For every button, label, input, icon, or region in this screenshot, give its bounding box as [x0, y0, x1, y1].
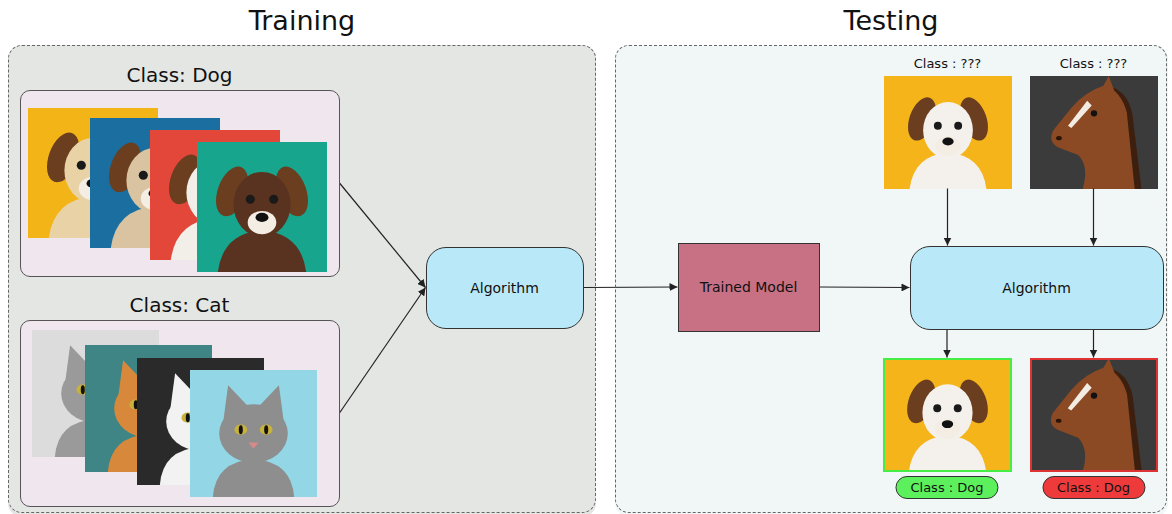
- process-box: Algorithm: [910, 246, 1164, 330]
- class-badge: Class : Dog: [895, 476, 998, 499]
- cat-picture: [160, 373, 241, 485]
- dog-picture: [41, 128, 145, 238]
- flow-arrow: [947, 189, 948, 246]
- panel-ground: [615, 45, 1168, 514]
- photo-card: [884, 76, 1012, 189]
- horse-picture: [1051, 76, 1141, 189]
- dog-picture: [210, 162, 314, 272]
- cat-picture: [213, 385, 294, 497]
- heading: Class: Cat: [0, 293, 379, 317]
- heading: Testing: [576, 5, 1172, 36]
- box-label: Trained Model: [700, 279, 798, 295]
- heading: Training: [0, 5, 635, 36]
- photo-card: [137, 358, 264, 485]
- flow-arrow: [340, 288, 426, 414]
- heading: Class: Dog: [0, 63, 379, 87]
- photo-card: [1030, 76, 1158, 189]
- photo-card: [197, 142, 327, 272]
- region-panel: TrainingClass: DogClass: CatAlgorithm: [8, 45, 596, 513]
- heading: Class : ???: [844, 56, 1052, 71]
- region-panel: TestingTrained ModelClass : ???Class : ?…: [615, 45, 1167, 513]
- class-group: Class: Dog: [20, 90, 340, 277]
- photo-card: [28, 108, 158, 238]
- photo-card: [150, 130, 280, 260]
- result-image: Class : Dog: [883, 358, 1012, 472]
- flow-arrow: [820, 286, 910, 288]
- photo-card: [85, 345, 212, 472]
- horse-picture: [1051, 358, 1142, 472]
- dog-picture: [163, 150, 267, 260]
- photo-card: [883, 358, 1012, 472]
- photo-card: [190, 370, 317, 497]
- model-box: Trained Model: [678, 243, 820, 332]
- class-badge: Class : Dog: [1042, 476, 1145, 499]
- class-group: Class: Cat: [20, 320, 340, 507]
- dog-picture: [903, 93, 994, 189]
- photo-card: [90, 118, 220, 248]
- group-ground: [20, 90, 340, 277]
- photo-card: [32, 330, 159, 457]
- process-box: Algorithm: [426, 247, 584, 329]
- flow-arrow: [340, 183, 426, 288]
- dog-picture: [902, 376, 994, 472]
- flow-arrow: [584, 286, 678, 288]
- group-ground: [20, 320, 340, 507]
- input-image: Class : ???: [884, 76, 1012, 189]
- result-image: Class : Dog: [1030, 358, 1158, 472]
- cat-picture: [108, 360, 189, 472]
- box-label: Algorithm: [1002, 280, 1071, 296]
- input-image: Class : ???: [1030, 76, 1158, 189]
- flow-arrow: [946, 330, 947, 358]
- photo-card: [1030, 358, 1158, 472]
- cat-picture: [55, 345, 136, 457]
- panel-ground: [8, 45, 596, 514]
- dog-picture: [103, 138, 207, 248]
- box-label: Algorithm: [470, 280, 539, 296]
- heading: Class : ???: [990, 56, 1172, 71]
- flow-arrow: [1093, 330, 1094, 358]
- flow-arrow: [1093, 189, 1094, 246]
